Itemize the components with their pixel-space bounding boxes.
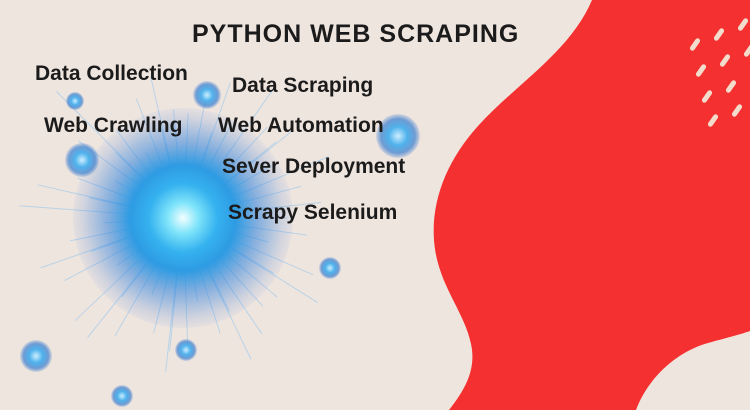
label-web-automation: Web Automation (218, 114, 384, 137)
label-sever-deployment: Sever Deployment (222, 155, 406, 178)
starburst-glow (73, 108, 293, 328)
glow-dot (20, 340, 52, 372)
page-title: PYTHON WEB SCRAPING (192, 20, 520, 48)
glow-dot (193, 81, 221, 109)
glow-dot (65, 143, 99, 177)
label-scrapy-selenium: Scrapy Selenium (228, 201, 398, 224)
glow-dot (175, 339, 197, 361)
label-data-collection: Data Collection (35, 62, 188, 85)
glow-dot (111, 385, 133, 407)
glow-dot (376, 114, 420, 158)
glow-dot (319, 257, 341, 279)
label-data-scraping: Data Scraping (232, 74, 374, 97)
glow-dot (66, 92, 84, 110)
label-web-crawling: Web Crawling (44, 114, 183, 137)
